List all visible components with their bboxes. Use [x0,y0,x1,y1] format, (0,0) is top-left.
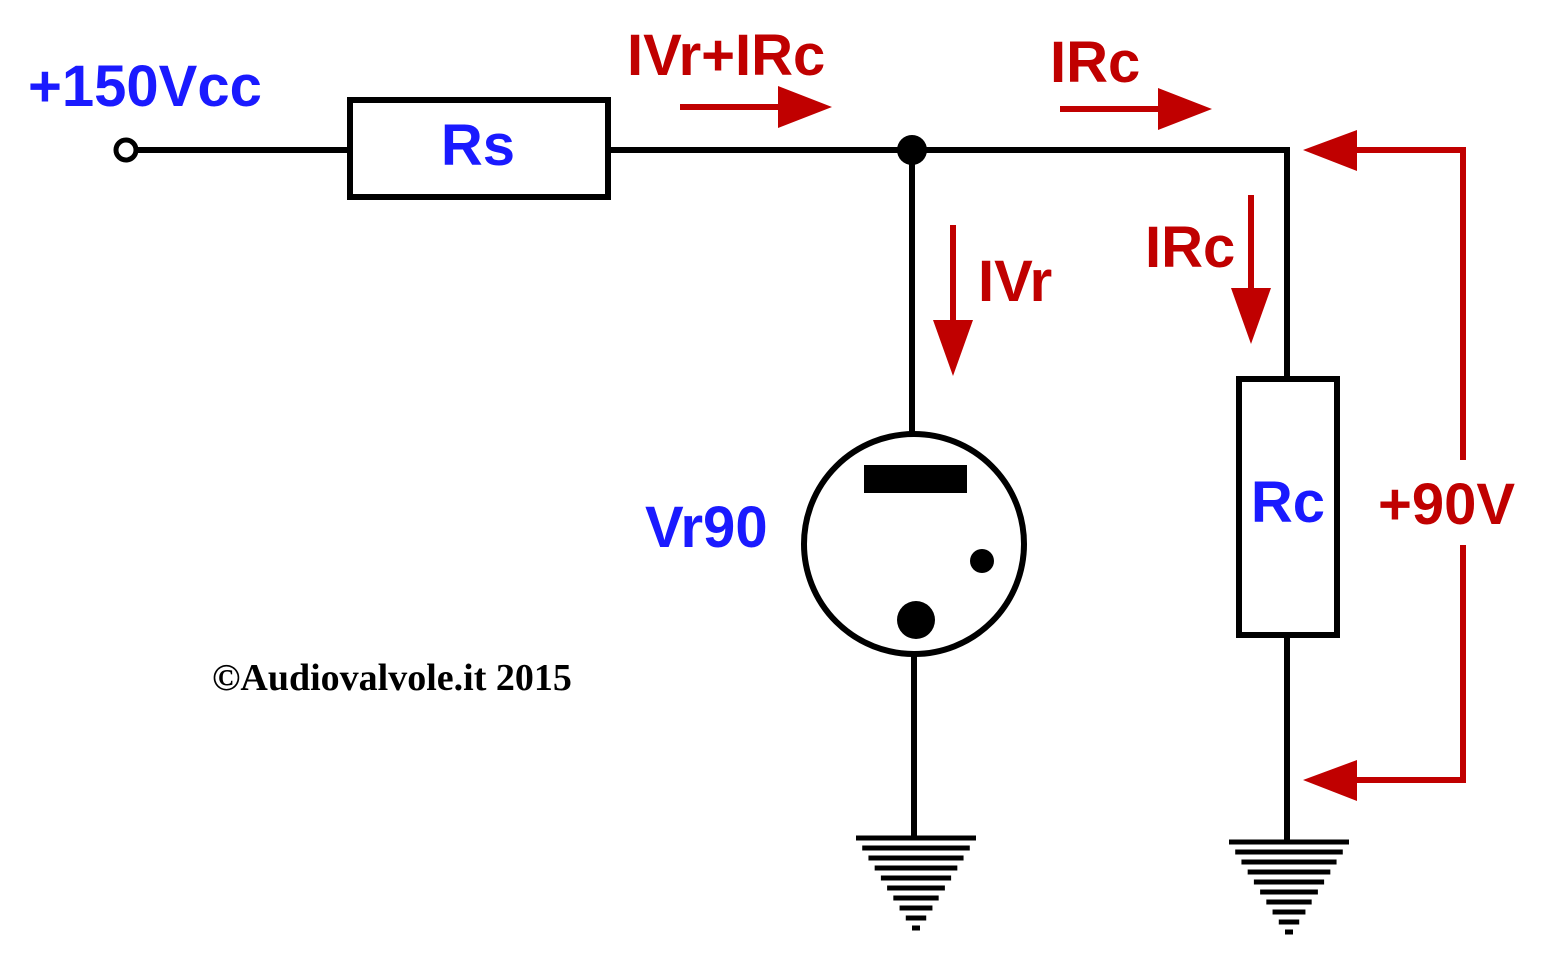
current-vr-label: IVr [978,249,1052,314]
rs-label: Rs [441,113,515,178]
arrow-rc-current-side [1231,195,1271,344]
tube-label: Vr90 [645,495,768,560]
ground-tube [856,835,976,931]
copyright-text: ©Audiovalvole.it 2015 [212,657,572,699]
resistor-rs [347,97,611,200]
current-rc-top-label: IRc [1050,30,1140,95]
arrow-rc-current-top [1060,88,1212,130]
current-total-label: IVr+IRc [627,23,825,88]
supply-terminal [113,137,139,163]
voltage-label: +90V [1378,472,1515,537]
tube-aux-electrode [970,549,994,573]
arrow-total-current [680,86,832,128]
tube-cathode [897,601,935,639]
voltage-bracket [1303,130,1466,801]
ground-rc [1229,839,1349,935]
arrow-vr-current [933,225,973,376]
current-arrows [680,86,1271,376]
current-rc-side-label: IRc [1145,215,1235,280]
tube-anode [864,465,967,493]
tube-envelope [801,431,1027,657]
junction-dot [897,135,927,165]
tube-vr90 [801,431,1027,657]
supply-label: +150Vcc [28,54,262,119]
rc-label: Rc [1251,470,1325,535]
resistor-rc [1236,376,1340,638]
